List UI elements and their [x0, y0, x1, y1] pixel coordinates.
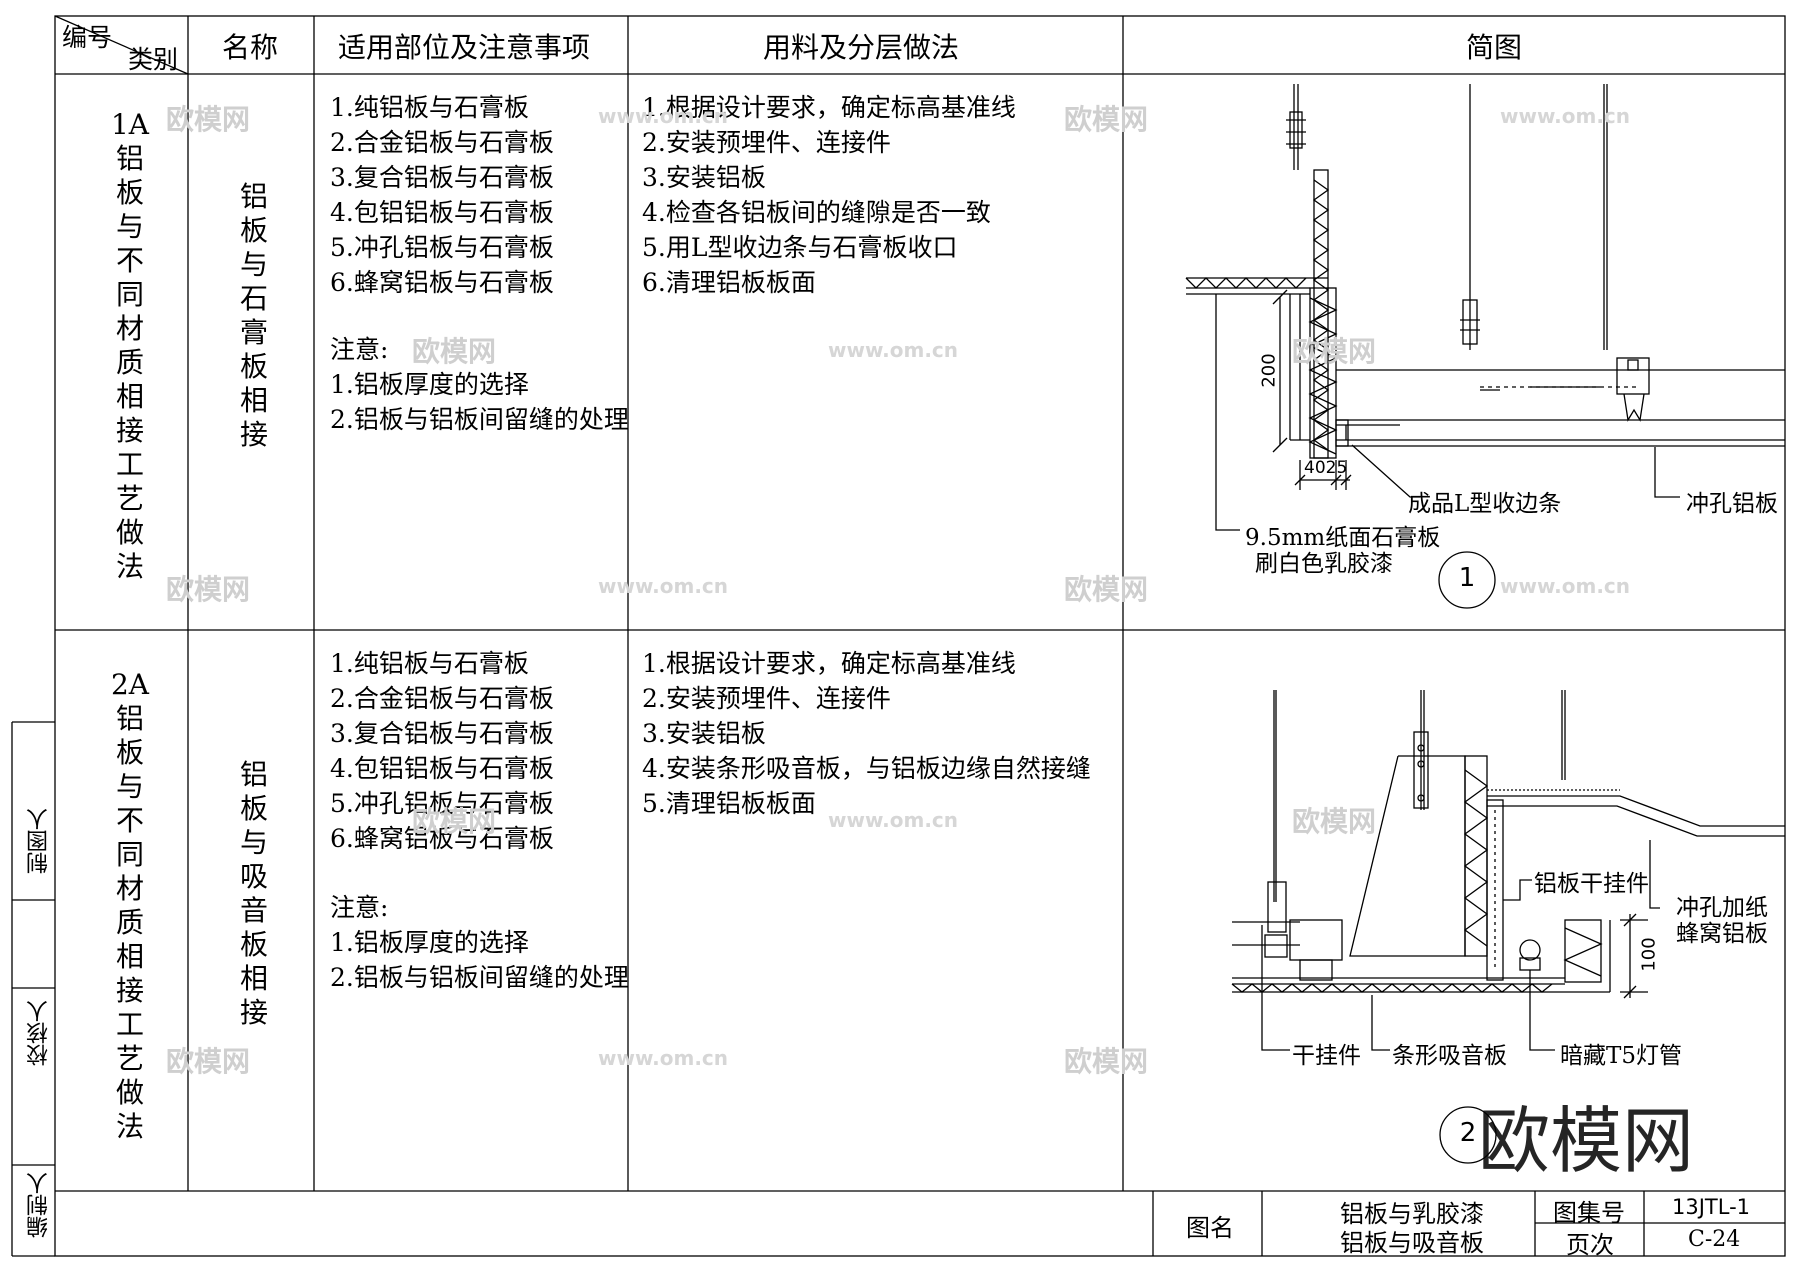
- row2-note-item: 1.铝板厚度的选择: [330, 928, 529, 957]
- row1-method-item: 2.安装预埋件、连接件: [642, 128, 891, 157]
- row2-name: 铝板与吸音板相接: [239, 758, 268, 1029]
- row2-method-item: 5.清理铝板板面: [642, 789, 816, 818]
- row2-scope-list: 1.纯铝板与石膏板 2.合金铝板与石膏板 3.复合铝板与石膏板 4.包铝铝板与石…: [330, 646, 554, 856]
- row2-scope-item: 6.蜂窝铝板与石膏板: [330, 824, 554, 853]
- row2-method-list: 1.根据设计要求，确定标高基准线 2.安装预埋件、连接件 3.安装铝板 4.安装…: [642, 646, 1112, 821]
- watermark: www.om.cn: [598, 574, 729, 598]
- watermark-large: 欧模网: [1478, 1099, 1695, 1183]
- footer-page-label: 页次: [1566, 1231, 1614, 1259]
- footer-title-label: 图名: [1186, 1214, 1234, 1242]
- watermark: 欧模网: [1064, 103, 1149, 136]
- diagram2-number: 2: [1459, 1118, 1477, 1148]
- diagram1-label-l-strip: 成品L型收边条: [1408, 491, 1562, 517]
- footer-title-1: 铝板与乳胶漆: [1340, 1200, 1484, 1228]
- diagram1-dim-height: 200: [1258, 353, 1280, 388]
- header-code: 编号: [62, 23, 113, 52]
- watermark: www.om.cn: [598, 104, 729, 128]
- footer-atlas-no: 13JTL-1: [1672, 1195, 1751, 1219]
- diagram2-label-acoustic: 条形吸音板: [1392, 1043, 1507, 1069]
- diagram2-label-hanger: 干挂件: [1292, 1043, 1361, 1069]
- side-checker: 校核人: [27, 1000, 52, 1066]
- diagram-2: [1231, 690, 1785, 1164]
- row1-note-item: 2.铝板与铝板间留缝的处理: [330, 405, 629, 434]
- watermark: www.om.cn: [598, 1046, 729, 1070]
- diagram1-label-gypsum-1: 9.5mm纸面石膏板: [1245, 525, 1441, 551]
- row1-name: 铝板与石膏板相接: [239, 180, 268, 451]
- row1-method-item: 1.根据设计要求，确定标高基准线: [642, 93, 1016, 122]
- watermark: 欧模网: [1292, 805, 1377, 838]
- footer-title-2: 铝板与吸音板: [1340, 1229, 1484, 1257]
- row1-method-list: 1.根据设计要求，确定标高基准线 2.安装预埋件、连接件 3.安装铝板 4.检查…: [642, 90, 1016, 300]
- footer-page-no: C-24: [1688, 1227, 1741, 1252]
- row2-method-item: 3.安装铝板: [642, 719, 766, 748]
- row1-method-item: 6.清理铝板板面: [642, 268, 816, 297]
- row1-scope-item: 6.蜂窝铝板与石膏板: [330, 268, 554, 297]
- row1-note-item: 1.铝板厚度的选择: [330, 370, 529, 399]
- watermark: 欧模网: [166, 1045, 251, 1078]
- diagram1-label-gypsum-2: 刷白色乳胶漆: [1255, 551, 1393, 577]
- row2-scope-item: 5.冲孔铝板与石膏板: [330, 789, 554, 818]
- row2-scope-item: 4.包铝铝板与石膏板: [330, 754, 554, 783]
- watermark: 欧模网: [1064, 573, 1149, 606]
- row2-scope-item: 2.合金铝板与石膏板: [330, 684, 554, 713]
- row1-method-item: 3.安装铝板: [642, 163, 766, 192]
- row1-notes: 注意: 1.铝板厚度的选择 2.铝板与铝板间留缝的处理: [330, 332, 630, 437]
- row2-method-item: 1.根据设计要求，确定标高基准线: [642, 649, 1016, 678]
- watermark: www.om.cn: [1500, 574, 1631, 598]
- row1-scope-item: 5.冲孔铝板与石膏板: [330, 233, 554, 262]
- row2-method-item: 2.安装预埋件、连接件: [642, 684, 891, 713]
- watermark: www.om.cn: [828, 338, 959, 362]
- diagram2-label-dry-hanger: 铝板干挂件: [1534, 871, 1649, 897]
- row2-note-title: 注意:: [330, 893, 389, 922]
- watermark: 欧模网: [166, 573, 251, 606]
- row1-scope-item: 4.包铝铝板与石膏板: [330, 198, 554, 227]
- header-sketch: 简图: [1466, 31, 1523, 64]
- diagram1-label-perforated: 冲孔铝板: [1686, 491, 1778, 517]
- header-name: 名称: [222, 31, 279, 64]
- row1-method-item: 5.用L型收边条与石膏板收口: [642, 233, 958, 262]
- row1-method-item: 4.检查各铝板间的缝隙是否一致: [642, 198, 991, 227]
- watermark: 欧模网: [412, 805, 497, 838]
- watermark: www.om.cn: [828, 808, 959, 832]
- header-method: 用料及分层做法: [763, 31, 960, 64]
- row1-category: 1A铝板与不同材质相接工艺做法: [110, 108, 150, 583]
- side-drafter: 制图人: [27, 808, 52, 874]
- row1-scope-item: 3.复合铝板与石膏板: [330, 163, 554, 192]
- diagram2-label-t5: 暗藏T5灯管: [1560, 1043, 1682, 1069]
- diagram2-label-honeycomb-1: 冲孔加纸: [1676, 895, 1768, 921]
- watermark: 欧模网: [1064, 1045, 1149, 1078]
- side-compiler: 编制人: [27, 1172, 52, 1238]
- watermark: 欧模网: [166, 103, 251, 136]
- row2-notes: 注意: 1.铝板厚度的选择 2.铝板与铝板间留缝的处理: [330, 890, 630, 995]
- row2-category: 2A铝板与不同材质相接工艺做法: [110, 668, 150, 1143]
- row2-note-item: 2.铝板与铝板间留缝的处理: [330, 963, 629, 992]
- row2-method-item: 4.安装条形吸音板，与铝板边缘自然接缝: [642, 754, 1091, 783]
- row1-scope-item: 1.纯铝板与石膏板: [330, 93, 529, 122]
- watermark: 欧模网: [1292, 335, 1377, 368]
- header-scope: 适用部位及注意事项: [338, 31, 591, 64]
- row2-scope-item: 3.复合铝板与石膏板: [330, 719, 554, 748]
- row1-scope-list: 1.纯铝板与石膏板 2.合金铝板与石膏板 3.复合铝板与石膏板 4.包铝铝板与石…: [330, 90, 554, 300]
- row1-note-title: 注意:: [330, 335, 389, 364]
- diagram2-dim-height: 100: [1638, 937, 1660, 972]
- footer-atlas-label: 图集号: [1553, 1199, 1625, 1227]
- diagram1-number: 1: [1458, 563, 1476, 593]
- watermark: 欧模网: [412, 335, 497, 368]
- watermark: www.om.cn: [1500, 104, 1631, 128]
- diagram2-label-honeycomb-2: 蜂窝铝板: [1676, 921, 1768, 947]
- header-category: 类别: [128, 45, 179, 74]
- diagram1-dim-width: 4025: [1304, 458, 1348, 478]
- diagram-1: [1185, 84, 1785, 609]
- row1-scope-item: 2.合金铝板与石膏板: [330, 128, 554, 157]
- row2-scope-item: 1.纯铝板与石膏板: [330, 649, 529, 678]
